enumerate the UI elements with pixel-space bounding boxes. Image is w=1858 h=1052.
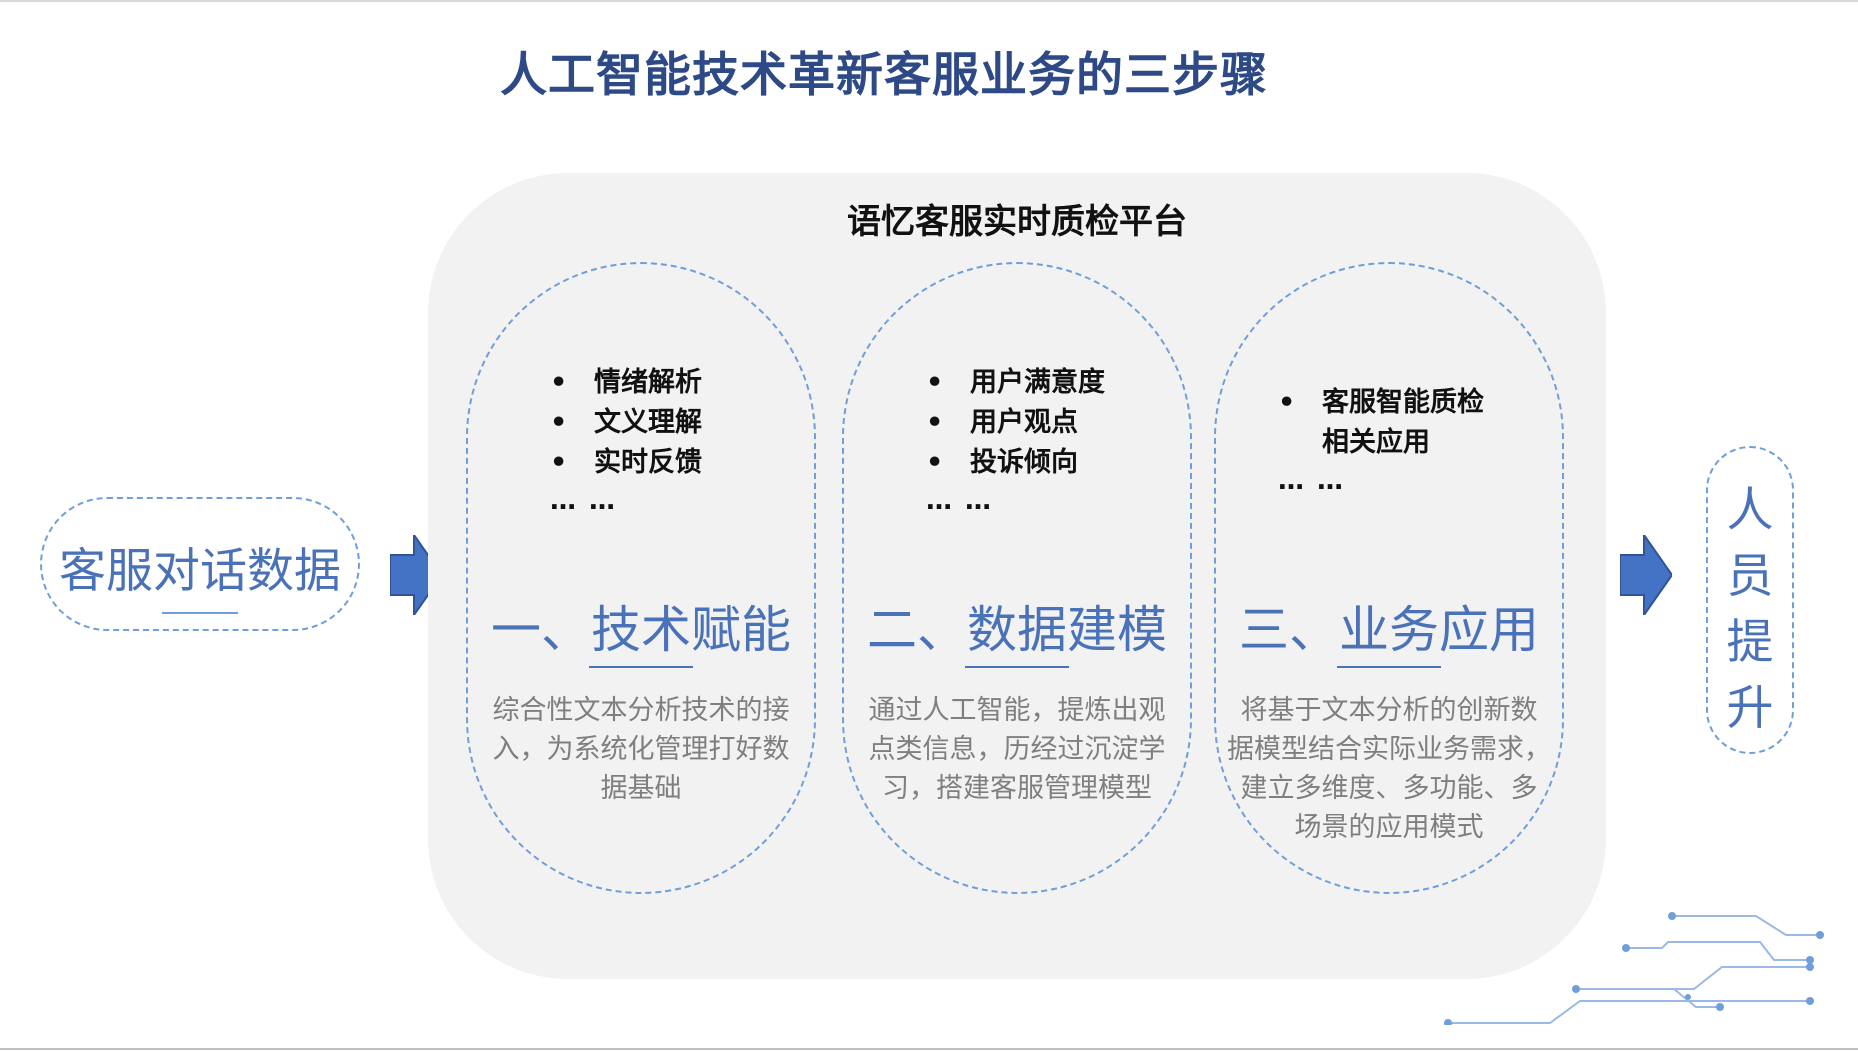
step-1-bullets: •情绪解析 •文义理解 •实时反馈 (550, 363, 702, 483)
platform-title: 语忆客服实时质检平台 (847, 202, 1187, 242)
input-underline (162, 612, 238, 614)
top-divider (0, 0, 1858, 2)
bullet-continuation: 相关应用 (1322, 427, 1430, 458)
input-label: 客服对话数据 (59, 544, 341, 599)
input-oval (40, 497, 360, 631)
bullet-item: •用户观点 (926, 407, 1078, 438)
step-2-underline (965, 666, 1069, 668)
step-2-bullets: •用户满意度 •用户观点 •投诉倾向 (926, 363, 1105, 483)
step-3-oval (1214, 262, 1564, 894)
step-2-oval (842, 262, 1192, 894)
step-1-description: 综合性文本分析技术的接 入，为系统化管理打好数 据基础 (492, 695, 790, 804)
step-2-title: 二、数据建模 (867, 601, 1167, 659)
step-3-underline (1337, 666, 1441, 668)
step-1-title: 一、技术赋能 (491, 601, 791, 659)
bullet-item: •客服智能质检 (1278, 387, 1484, 418)
page-title: 人工智能技术革新客服业务的三步骤 (500, 48, 1268, 103)
step-3-description: 将基于文本分析的创新数 据模型结合实际业务需求， 建立多维度、多功能、多 场景的… (1227, 695, 1551, 843)
step-1-underline (589, 666, 693, 668)
output-oval (1706, 446, 1794, 754)
step-3-ellipsis: … … (1278, 466, 1346, 496)
bullet-item: •投诉倾向 (926, 447, 1078, 478)
output-label-char: 员 (1726, 549, 1774, 604)
right-arrow-icon (1620, 535, 1672, 615)
step-2-description: 通过人工智能，提炼出观 点类信息，历经过沉淀学 习，搭建客服管理模型 (868, 695, 1166, 804)
output-label-char: 升 (1726, 681, 1774, 736)
bullet-item: •用户满意度 (926, 367, 1105, 398)
circuit-decoration-icon (1444, 912, 1824, 1025)
step-3-title: 三、业务应用 (1239, 601, 1539, 659)
output-label: 人员提升 (1706, 478, 1794, 742)
bullet-item: •情绪解析 (550, 367, 702, 398)
step-1-oval (466, 262, 816, 894)
step-1-ellipsis: … … (550, 486, 618, 516)
output-label-char: 提 (1726, 615, 1774, 670)
output-label-char: 人 (1726, 483, 1774, 538)
bullet-item: •文义理解 (550, 407, 702, 438)
step-2-ellipsis: … … (926, 486, 994, 516)
bottom-divider (0, 1048, 1858, 1050)
step-3-bullets: •客服智能质检 相关应用 (1278, 383, 1484, 463)
bullet-item: •实时反馈 (550, 447, 702, 478)
